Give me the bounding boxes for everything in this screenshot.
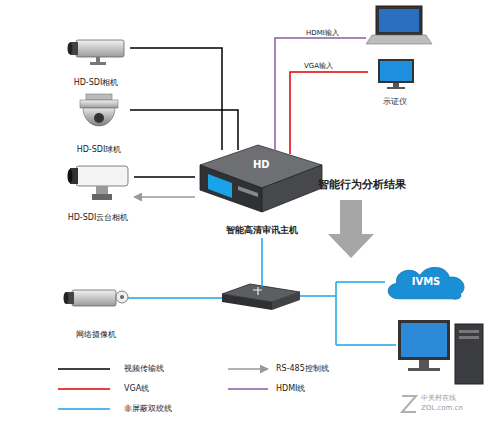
legend-text: HDMI线 (276, 384, 305, 393)
connector (130, 48, 222, 150)
watermark-text: ZOL.com.cn (421, 404, 463, 412)
watermark-text: 中关村在线 (421, 394, 456, 402)
cloud-node: IVMS (383, 262, 469, 302)
host-device (200, 145, 322, 212)
monitor (378, 59, 414, 89)
camera-node: 网络摄像机 (58, 284, 134, 339)
node-label: HD-SDI云台相机 (67, 213, 130, 222)
node-label: IVMS (411, 276, 442, 288)
node-label: HD-SDI相机 (73, 78, 120, 87)
result-arrow (328, 200, 374, 258)
camera-node: HD-SDI相机 (62, 30, 130, 87)
monitor-node: 示证仪 (368, 57, 422, 106)
legend-text: RS-485控制线 (276, 364, 329, 373)
laptop (366, 6, 432, 44)
node-label: 智能高清审讯主机 (225, 225, 299, 235)
connector (134, 196, 195, 198)
edge-label: VGA输入 (303, 62, 334, 70)
legend-text: 非屏蔽双绞线 (124, 404, 172, 413)
port-label: HDMI输入 (305, 29, 340, 37)
computer (398, 320, 483, 384)
connector (130, 110, 238, 150)
camera-node: HD-SDI球机 (68, 90, 130, 154)
legend-text: VGA线 (124, 384, 149, 393)
legend-samples (58, 369, 268, 409)
cloud-outline (388, 267, 464, 299)
watermark-logo (402, 396, 416, 412)
hdmi-wire (275, 38, 366, 151)
node-label: 示证仪 (382, 97, 408, 106)
ptz-camera (68, 166, 129, 200)
network-wires (128, 238, 396, 345)
legend-text: 视频传输线 (124, 364, 164, 373)
dome-camera (80, 94, 118, 126)
network-switch (222, 284, 300, 310)
box-camera (68, 40, 125, 65)
node-label: HD-SDI球机 (76, 145, 123, 154)
network-camera (64, 290, 129, 306)
logo-text: HD (253, 159, 270, 171)
node-label: 网络摄像机 (75, 330, 117, 339)
camera-node: HD-SDI云台相机 (62, 160, 134, 222)
connector (134, 176, 195, 178)
result-heading: 智能行为分析结果 (318, 179, 406, 192)
connector (290, 72, 368, 154)
